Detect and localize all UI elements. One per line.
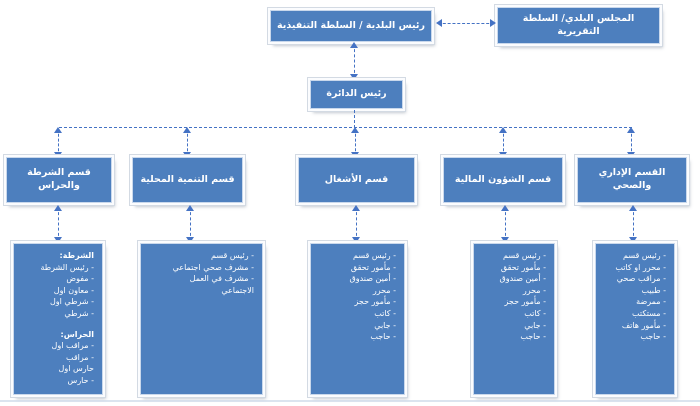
connector-trunk-dept-2 <box>183 127 191 158</box>
staff-box-works: - رئيس قسم - مأمور تحقق - أمين صندوق - م… <box>310 243 405 395</box>
department-head-box: رئيس الدائرة <box>310 80 403 109</box>
dept-box-financial-affairs-label: قسم الشؤون المالية <box>454 173 552 185</box>
dept-box-works: قسم الأشغال <box>298 157 415 203</box>
financial-affairs-items: - رئيس قسم - مأمور تحقق - أمين صندوق - م… <box>499 251 546 342</box>
connector-trunk-dept-3 <box>351 127 359 158</box>
dept-box-financial-affairs: قسم الشؤون المالية <box>443 157 563 203</box>
connector-dept-staff-1 <box>54 205 62 243</box>
connector-mayor-depthead <box>350 42 358 80</box>
dept-box-works-label: قسم الأشغال <box>324 173 389 185</box>
dept-box-police-guards-label: قسم الشرطة والحراس <box>27 167 91 191</box>
dept-box-local-development-label: قسم التنمية المحلية <box>140 173 235 185</box>
local-development-items: - رئيس قسم - مشرف صحي اجتماعي - مشرف في … <box>172 251 254 295</box>
dept-box-police-guards: قسم الشرطة والحراس <box>6 157 112 203</box>
mayor-box: رئيس البلدية / السلطة التنفيذية <box>270 10 432 42</box>
dept-box-admin-health-label: القسم الإداري والصحي <box>598 167 666 191</box>
police-group-header: الشرطة: <box>59 251 94 260</box>
trunk-line <box>59 127 632 128</box>
department-head-label: رئيس الدائرة <box>326 88 387 100</box>
connector-trunk-dept-1 <box>54 127 62 158</box>
connector-dept-staff-3 <box>352 205 360 243</box>
police-group-items: - رئيس الشرطة - مفوض - معاون اول - شرطي … <box>40 262 94 318</box>
dept-box-admin-health: القسم الإداري والصحي <box>577 157 687 203</box>
guards-group-header: الحراس: <box>60 329 94 339</box>
guards-group-items: - مراقب اول - مراقب حارس اول - حارس <box>51 341 94 385</box>
connector-dept-staff-4 <box>501 205 509 243</box>
connector-dept-staff-2 <box>186 205 194 243</box>
works-items: - رئيس قسم - مأمور تحقق - أمين صندوق - م… <box>349 251 396 342</box>
council-box: المجلس البلدي/ السلطة التقريرية <box>497 7 660 44</box>
connector-depthead-trunk <box>354 110 355 128</box>
staff-box-financial-affairs: - رئيس قسم - مأمور تحقق - أمين صندوق - م… <box>473 243 555 395</box>
dept-box-local-development: قسم التنمية المحلية <box>132 157 243 203</box>
mayor-box-label: رئيس البلدية / السلطة التنفيذية <box>277 19 425 31</box>
connector-dept-staff-5 <box>629 205 637 243</box>
staff-box-police-guards: الشرطة: - رئيس الشرطة - مفوض - معاون اول… <box>13 243 103 395</box>
connector-trunk-dept-5 <box>627 127 635 158</box>
connector-mayor-council <box>436 19 496 27</box>
connector-trunk-dept-4 <box>499 127 507 158</box>
staff-box-admin-health: - رئيس قسم - محرر او كاتب - مراقب صحي - … <box>595 243 675 395</box>
council-box-label: المجلس البلدي/ السلطة التقريرية <box>522 12 635 37</box>
admin-health-items: - رئيس قسم - محرر او كاتب - مراقب صحي - … <box>615 251 666 342</box>
staff-box-local-development: - رئيس قسم - مشرف صحي اجتماعي - مشرف في … <box>140 243 263 395</box>
divider-line <box>0 400 700 402</box>
